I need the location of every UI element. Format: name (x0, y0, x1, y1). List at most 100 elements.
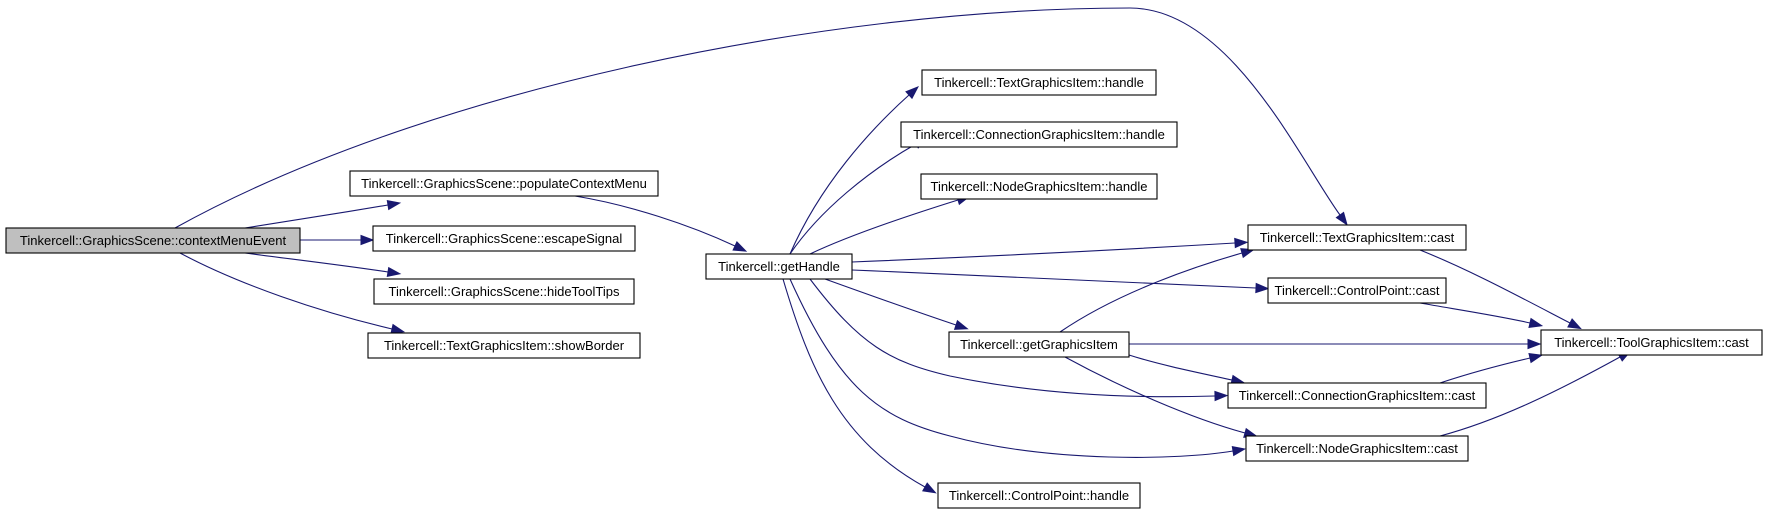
arrowhead-icon (1527, 338, 1542, 350)
node-layer: Tinkercell::GraphicsScene::contextMenuEv… (5, 69, 1763, 509)
edge-line (1419, 302, 1531, 324)
arrowhead-icon (390, 323, 406, 334)
edge-line (789, 143, 917, 255)
edge-gh-to-cph (782, 278, 937, 494)
edge-cgc-to-toolc (1439, 353, 1544, 384)
node-ngc[interactable]: Tinkercell::NodeGraphicsItem::cast (1245, 435, 1469, 462)
node-box (1227, 382, 1487, 409)
arrowhead-icon (905, 86, 919, 100)
node-cph[interactable]: Tinkercell::ControlPoint::handle (937, 482, 1141, 509)
node-box (920, 173, 1158, 200)
edge-line (851, 242, 1236, 263)
arrowhead-icon (1231, 445, 1247, 457)
node-hide[interactable]: Tinkercell::GraphicsScene::hideToolTips (373, 278, 635, 305)
arrowhead-icon (732, 241, 748, 252)
edge-line (851, 269, 1257, 289)
node-tgh[interactable]: Tinkercell::TextGraphicsItem::handle (921, 69, 1157, 96)
arrowhead-icon (386, 199, 402, 211)
node-tgc[interactable]: Tinkercell::TextGraphicsItem::cast (1247, 224, 1467, 251)
node-show[interactable]: Tinkercell::TextGraphicsItem::showBorder (367, 332, 641, 359)
edge-ggi-to-cgc (1128, 354, 1246, 385)
edge-line (1059, 252, 1243, 333)
edge-line (789, 278, 1234, 458)
node-box (937, 482, 1141, 509)
edge-line (1439, 357, 1531, 384)
arrowhead-icon (1335, 211, 1348, 226)
node-label: Tinkercell::ConnectionGraphicsItem::cast (1239, 388, 1476, 403)
arrowhead-icon (1528, 353, 1544, 364)
node-box (705, 253, 853, 280)
edge-ctx-to-hide (244, 252, 402, 278)
node-label: Tinkercell::NodeGraphicsItem::handle (930, 179, 1147, 194)
edge-gh-to-tgc (851, 237, 1249, 263)
arrowhead-icon (922, 482, 937, 494)
edge-line (782, 278, 926, 488)
node-label: Tinkercell::ToolGraphicsItem::cast (1554, 335, 1749, 350)
edge-gh-to-cpc (851, 269, 1270, 294)
edge-line (1439, 356, 1621, 437)
node-label: Tinkercell::GraphicsScene::escapeSignal (386, 231, 623, 246)
node-box (1245, 435, 1469, 462)
arrowhead-icon (1255, 282, 1270, 294)
node-cpc[interactable]: Tinkercell::ControlPoint::cast (1267, 277, 1447, 304)
node-cgh[interactable]: Tinkercell::ConnectionGraphicsItem::hand… (900, 121, 1178, 148)
edge-gh-to-cgc (809, 278, 1229, 402)
edge-tgc-to-toolc (1419, 249, 1582, 330)
edge-cpc-to-toolc (1419, 302, 1544, 328)
node-label: Tinkercell::GraphicsScene::contextMenuEv… (20, 233, 287, 248)
arrowhead-icon (1567, 318, 1582, 330)
node-label: Tinkercell::TextGraphicsItem::handle (934, 75, 1144, 90)
node-ctx[interactable]: Tinkercell::GraphicsScene::contextMenuEv… (5, 227, 301, 254)
edge-line (574, 195, 736, 247)
edge-ctx-to-pop (244, 199, 402, 229)
edge-line (244, 252, 389, 273)
edge-pop-to-gh (574, 195, 748, 252)
arrowhead-icon (386, 266, 402, 278)
node-ngh[interactable]: Tinkercell::NodeGraphicsItem::handle (920, 173, 1158, 200)
node-label: Tinkercell::NodeGraphicsItem::cast (1256, 441, 1458, 456)
node-esc[interactable]: Tinkercell::GraphicsScene::escapeSignal (372, 225, 636, 252)
edge-layer (174, 7, 1632, 494)
node-cgc[interactable]: Tinkercell::ConnectionGraphicsItem::cast (1227, 382, 1487, 409)
node-box (5, 227, 301, 254)
edge-gh-to-cgh (789, 137, 928, 255)
edge-ggi-to-tgc (1059, 248, 1255, 333)
node-box (1267, 277, 1447, 304)
node-label: Tinkercell::ConnectionGraphicsItem::hand… (913, 127, 1165, 142)
edge-line (824, 278, 957, 326)
node-label: Tinkercell::TextGraphicsItem::showBorder (384, 338, 625, 353)
node-box (372, 225, 636, 252)
node-gh[interactable]: Tinkercell::getHandle (705, 253, 853, 280)
arrowhead-icon (1528, 317, 1544, 328)
node-label: Tinkercell::GraphicsScene::populateConte… (361, 176, 647, 191)
edge-line (1419, 249, 1571, 324)
node-label: Tinkercell::ControlPoint::handle (949, 488, 1129, 503)
node-label: Tinkercell::getGraphicsItem (960, 337, 1118, 352)
node-box (1540, 329, 1763, 356)
node-label: Tinkercell::GraphicsScene::hideToolTips (389, 284, 620, 299)
node-pop[interactable]: Tinkercell::GraphicsScene::populateConte… (349, 170, 659, 197)
arrowhead-icon (360, 234, 375, 246)
node-box (373, 278, 635, 305)
node-box (367, 332, 641, 359)
edge-line (809, 278, 1216, 398)
node-toolc[interactable]: Tinkercell::ToolGraphicsItem::cast (1540, 329, 1763, 356)
edge-gh-to-tgh (789, 86, 919, 255)
edge-gh-to-ggi (824, 278, 969, 330)
edge-line (174, 7, 1341, 229)
node-box (948, 331, 1130, 358)
node-box (921, 69, 1157, 96)
node-label: Tinkercell::ControlPoint::cast (1275, 283, 1440, 298)
arrowhead-icon (953, 319, 969, 330)
edge-gh-to-ngc (789, 278, 1247, 458)
edge-ctx-to-show (179, 252, 406, 334)
edge-line (179, 252, 393, 330)
edge-line (244, 204, 389, 229)
edge-line (1128, 354, 1233, 381)
node-ggi[interactable]: Tinkercell::getGraphicsItem (948, 331, 1130, 358)
edge-ctx-to-esc (300, 234, 375, 246)
arrowhead-icon (1214, 390, 1229, 402)
node-label: Tinkercell::TextGraphicsItem::cast (1260, 230, 1455, 245)
arrowhead-icon (1240, 248, 1255, 259)
